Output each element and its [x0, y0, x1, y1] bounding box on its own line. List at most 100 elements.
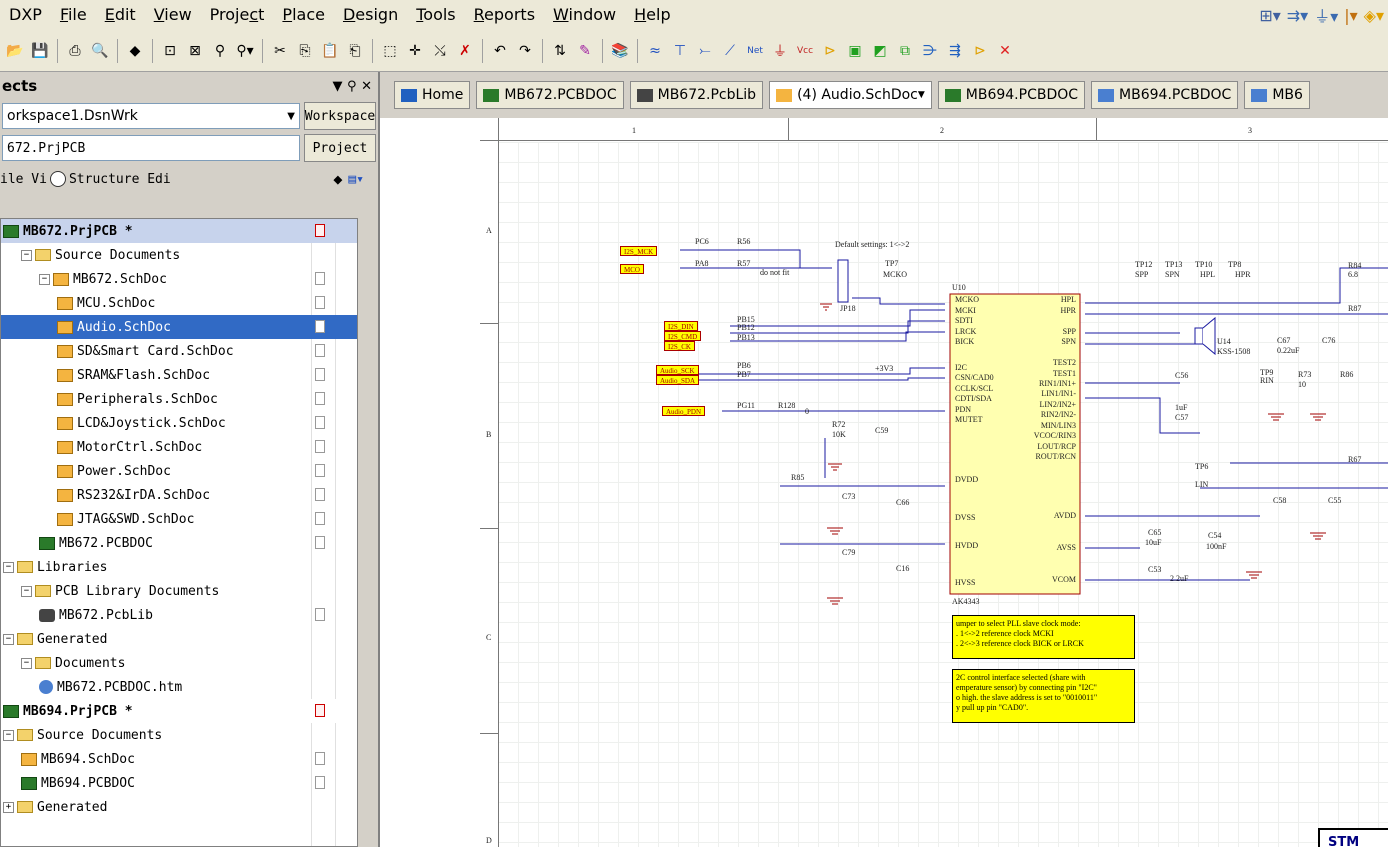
workspace-button[interactable]: Workspace	[304, 102, 376, 130]
place-no-erc-icon[interactable]: ✕	[999, 42, 1011, 59]
tree-item[interactable]: −Libraries	[1, 555, 357, 579]
structure-radio[interactable]	[49, 171, 66, 187]
collapse-icon[interactable]: −	[3, 729, 14, 741]
tree-item[interactable]: +Generated	[1, 795, 357, 819]
tree-item[interactable]: MB694.SchDoc	[1, 747, 357, 771]
tree-item[interactable]: Power.SchDoc	[1, 459, 357, 483]
panel-close-icon[interactable]: ✕	[361, 78, 372, 94]
document-tab[interactable]: MB694.PCBDOC	[937, 81, 1086, 109]
place-device-sheet-icon[interactable]: ⧉	[900, 42, 910, 59]
menu-help[interactable]: Help	[634, 5, 671, 24]
place-gnd-icon[interactable]: ⏚	[773, 43, 787, 60]
schematic-sheet[interactable]: 1 2 3 A B C D	[380, 118, 1388, 847]
clear-filter-icon[interactable]: ✗	[459, 42, 471, 59]
cross-probe-icon[interactable]: ✎	[579, 42, 591, 59]
move-icon[interactable]: ✛	[409, 42, 421, 59]
bus-tool-icon[interactable]: ⇉▾	[1286, 5, 1309, 25]
tree-item[interactable]: −Source Documents	[1, 723, 357, 747]
tree-item[interactable]: MB672.PCBDOC	[1, 531, 357, 555]
panel-scrollbar[interactable]	[358, 218, 378, 847]
save-icon[interactable]: 💾	[31, 42, 49, 59]
tree-item[interactable]: SD&Smart Card.SchDoc	[1, 339, 357, 363]
tree-item[interactable]: Peripherals.SchDoc	[1, 387, 357, 411]
tree-item[interactable]: SRAM&Flash.SchDoc	[1, 363, 357, 387]
rubber-stamp-icon[interactable]: ⎗	[349, 42, 361, 59]
port-tool-icon[interactable]: ◈▾	[1363, 5, 1384, 25]
menu-design[interactable]: Design	[342, 5, 399, 24]
print-icon[interactable]: ⎙	[69, 42, 81, 59]
deselect-icon[interactable]: ⤯	[434, 42, 446, 59]
collapse-icon[interactable]: −	[21, 657, 32, 669]
menu-edit[interactable]: Edit	[104, 5, 136, 24]
project-options-icon[interactable]: ◆	[333, 170, 343, 188]
place-vcc-icon[interactable]: Vcc	[796, 45, 814, 56]
document-tab[interactable]: MB672.PCBDOC	[476, 81, 624, 109]
workspace-combo[interactable]: orkspace1.DsnWrk ▼	[2, 103, 300, 129]
menu-tools[interactable]: Tools	[416, 5, 456, 24]
place-harness-entry-icon[interactable]: ⇶	[949, 42, 961, 59]
zoom-filter-icon[interactable]: ⚲▾	[236, 42, 254, 59]
collapse-icon[interactable]: −	[39, 273, 50, 285]
copy-icon[interactable]: ⎘	[299, 42, 311, 59]
menu-reports[interactable]: Reports	[473, 5, 536, 24]
undo-icon[interactable]: ↶	[494, 42, 506, 59]
place-bus-icon[interactable]: ⊤	[673, 42, 687, 59]
document-tab[interactable]: MB6	[1244, 81, 1310, 109]
chevron-down-icon[interactable]: ▼	[917, 90, 925, 100]
project-field[interactable]: 672.PrjPCB	[2, 135, 300, 161]
tree-item[interactable]: MB694.PrjPCB *	[1, 699, 357, 723]
place-net-label-icon[interactable]: Net	[747, 45, 763, 56]
paste-icon[interactable]: 📋	[321, 42, 339, 59]
menu-view[interactable]: View	[153, 5, 192, 24]
ground-tool-icon[interactable]: ⏚▾	[1314, 7, 1339, 26]
document-tab[interactable]: Home	[394, 81, 471, 109]
hierarchy-icon[interactable]: ⇅	[554, 42, 566, 59]
tree-item[interactable]: RS232&IrDA.SchDoc	[1, 483, 357, 507]
file-view-label[interactable]: ile Vi	[0, 171, 47, 187]
menu-dxp[interactable]: DXP	[9, 5, 42, 24]
zoom-selected-icon[interactable]: ⚲	[214, 42, 226, 59]
tree-item[interactable]: −MB672.SchDoc	[1, 267, 357, 291]
sheet-tool-icon[interactable]: ⊞▾	[1259, 5, 1281, 25]
tree-item[interactable]: −Documents	[1, 651, 357, 675]
tree-item[interactable]: JTAG&SWD.SchDoc	[1, 507, 357, 531]
document-tab[interactable]: (4) Audio.SchDoc ▼	[769, 81, 932, 109]
tree-item[interactable]: Audio.SchDoc	[1, 315, 357, 339]
panel-options-icon[interactable]: ▤▾	[348, 171, 364, 187]
zoom-area-icon[interactable]: ⊠	[189, 42, 201, 59]
open-icon[interactable]: 📂	[6, 42, 24, 59]
print-preview-icon[interactable]: 🔍	[91, 42, 109, 59]
place-port-icon[interactable]: ⊳	[974, 42, 986, 59]
tree-item[interactable]: −PCB Library Documents	[1, 579, 357, 603]
tree-item[interactable]: LCD&Joystick.SchDoc	[1, 411, 357, 435]
tree-item[interactable]: −Generated	[1, 627, 357, 651]
tree-item[interactable]: MB672.PCBDOC.htm	[1, 675, 357, 699]
place-sheet-entry-icon[interactable]: ◩	[873, 42, 887, 59]
open-project-icon[interactable]: ◆	[129, 42, 141, 59]
panel-pin-icon[interactable]: ⚲	[347, 78, 357, 94]
place-sheet-symbol-icon[interactable]: ▣	[848, 42, 862, 59]
place-harness-icon[interactable]: ⟋	[725, 42, 735, 59]
tree-item[interactable]: MB672.PcbLib	[1, 603, 357, 627]
place-wire-icon[interactable]: ≈	[649, 42, 661, 59]
collapse-icon[interactable]: −	[3, 633, 14, 645]
project-button[interactable]: Project	[304, 134, 376, 162]
structure-editor-label[interactable]: Structure Edi	[68, 171, 171, 187]
redo-icon[interactable]: ↷	[519, 42, 531, 59]
tree-item[interactable]: MotorCtrl.SchDoc	[1, 435, 357, 459]
tree-item[interactable]: MB694.PCBDOC	[1, 771, 357, 795]
menu-project[interactable]: Project	[209, 5, 265, 24]
document-tab[interactable]: MB672.PcbLib	[629, 81, 764, 109]
place-bus-entry-icon[interactable]: ⤚	[699, 42, 711, 59]
tree-item[interactable]: −Source Documents	[1, 243, 357, 267]
menu-window[interactable]: Window	[553, 5, 617, 24]
zoom-fit-icon[interactable]: ⊡	[164, 42, 176, 59]
place-part-icon[interactable]: ⊳	[824, 42, 836, 59]
place-signal-harness-icon[interactable]: ⋺	[923, 42, 937, 59]
collapse-icon[interactable]: −	[3, 561, 14, 573]
library-browse-icon[interactable]: 📚	[611, 42, 629, 59]
tree-item[interactable]: MCU.SchDoc	[1, 291, 357, 315]
select-area-icon[interactable]: ⬚	[383, 42, 397, 59]
document-tab[interactable]: MB694.PCBDOC	[1091, 81, 1239, 109]
panel-menu-icon[interactable]: ▼	[332, 78, 343, 94]
